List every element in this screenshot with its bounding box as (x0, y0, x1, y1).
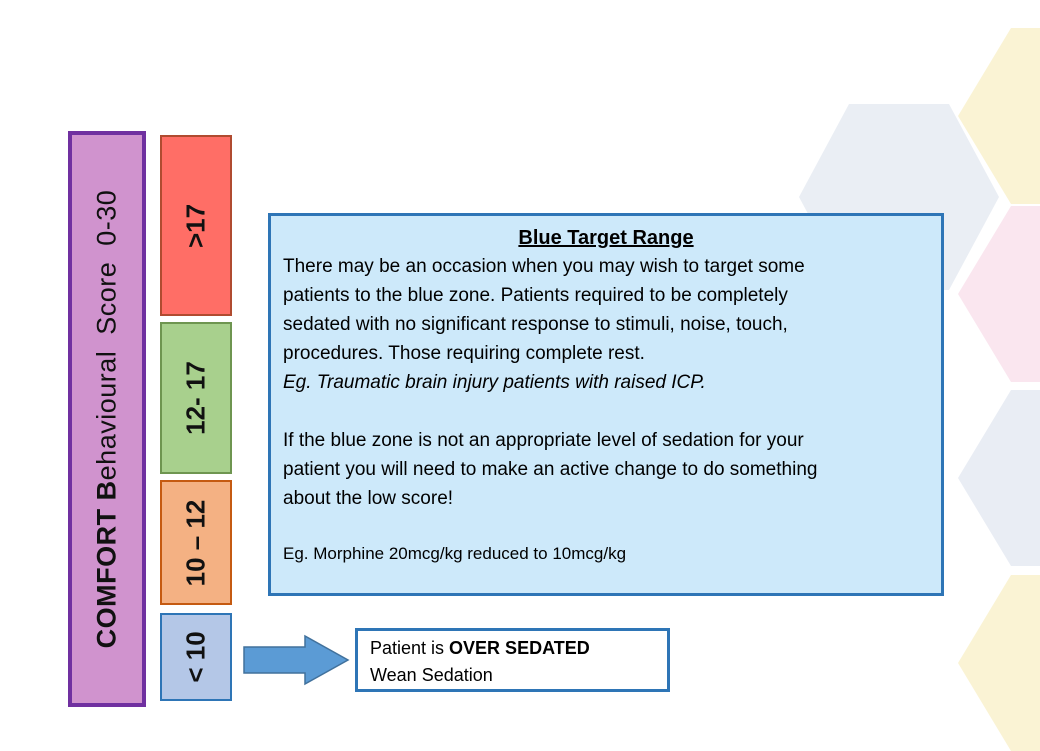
zone-box-under-10: < 10 (160, 613, 232, 701)
slide-canvas: { "colors": { "slide_background": "#FFFF… (68, 28, 1040, 751)
zone-label-10-12: 10 – 12 (180, 499, 211, 586)
zone-label-under-10: < 10 (180, 631, 211, 683)
info-box-example-dose: Eg. Morphine 20mcg/kg reduced to 10mcg/k… (283, 544, 627, 563)
info-box-title: Blue Target Range (518, 227, 694, 249)
over-sedated-callout-box: Patient is OVER SEDATED Wean Sedation (355, 628, 670, 692)
background-hexagon-blue (958, 390, 1040, 566)
callout-line1-bold: OVER SEDATED (449, 638, 590, 658)
info-box-example-italic: Eg. Traumatic brain injury patients with… (283, 372, 706, 393)
info-box-paragraph-1: There may be an occasion when you may wi… (283, 256, 805, 364)
blue-target-range-info-box: Blue Target Range There may be an occasi… (268, 213, 944, 596)
zone-label-12-17: 12- 17 (180, 361, 211, 435)
zone-box-over-17: >17 (160, 135, 232, 316)
zone-box-10-12: 10 – 12 (160, 480, 232, 605)
callout-line-1: Patient is OVER SEDATED (370, 635, 667, 662)
callout-line-2: Wean Sedation (370, 665, 493, 685)
zone-box-12-17: 12- 17 (160, 322, 232, 474)
scale-label-regular-segment: ehavioural Score 0-30 (91, 189, 122, 481)
right-arrow-icon (243, 634, 351, 686)
background-hexagon-yellow-bottom (958, 575, 1040, 751)
scale-label-bold-segment: COMFORT B (91, 480, 122, 649)
comfort-score-scale-label: COMFORT Behavioural Score 0-30 (92, 190, 123, 649)
info-box-paragraph-2: If the blue zone is not an appropriate l… (283, 430, 818, 509)
callout-line1-prefix: Patient is (370, 638, 450, 658)
comfort-score-scale-bar: COMFORT Behavioural Score 0-30 (68, 131, 146, 707)
zone-label-over-17: >17 (180, 203, 211, 248)
